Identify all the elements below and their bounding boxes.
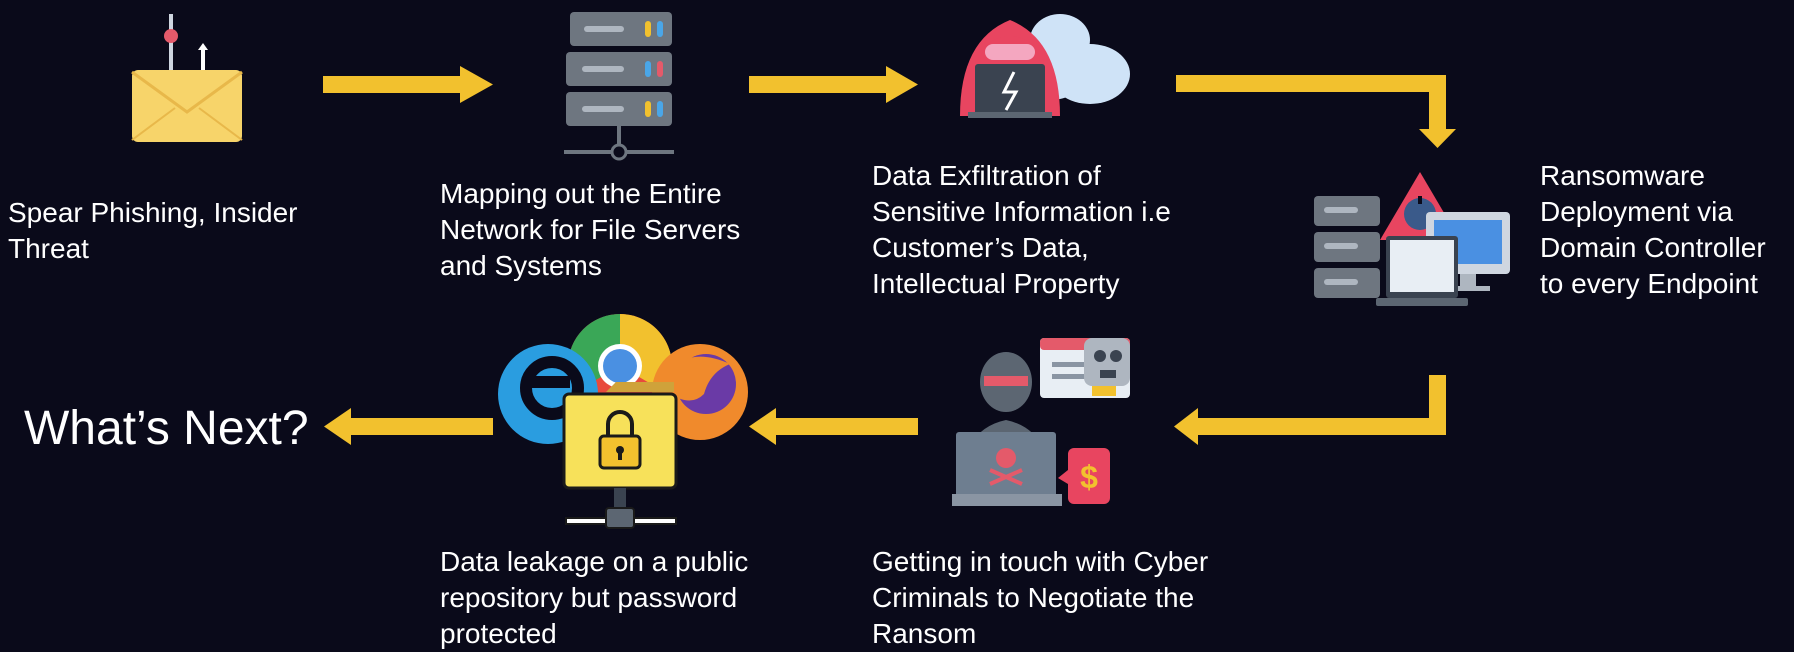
arrow-elbow-down (1176, 75, 1456, 148)
arrow-right-1 (323, 66, 493, 103)
arrow-left-1 (749, 408, 918, 445)
step-1-label: Spear Phishing, Insider Threat (8, 197, 298, 264)
step-6-label: Data leakage on a public repository but … (440, 546, 749, 649)
ransomware-devices-icon (1314, 172, 1510, 306)
step-4-label: Ransomware Deployment via Domain Control… (1540, 160, 1766, 299)
arrow-left-2 (324, 408, 493, 445)
browser-locked-folder-icon (498, 314, 748, 529)
server-rack-icon (564, 12, 674, 161)
svg-text:$: $ (1080, 459, 1098, 495)
phishing-envelope-icon (131, 14, 243, 142)
step-2-label: Mapping out the Entire Network for File … (440, 178, 741, 281)
cyber-criminal-ransom-icon: $ (952, 338, 1130, 506)
hacker-cloud-icon (960, 14, 1130, 118)
whats-next-label: What’s Next? (24, 402, 309, 455)
step-5-label: Getting in touch with Cyber Criminals to… (872, 546, 1209, 649)
arrow-right-2 (749, 66, 918, 103)
arrow-elbow-left (1174, 375, 1446, 445)
step-3-label: Data Exfiltration of Sensitive Informati… (872, 160, 1171, 299)
